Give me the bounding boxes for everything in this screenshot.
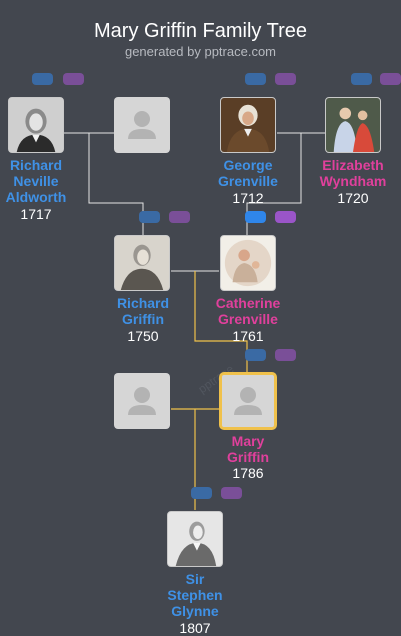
name-line: Mary: [231, 433, 265, 449]
expand-descendants-toggle[interactable]: [221, 487, 242, 499]
name-line: Sir: [185, 571, 205, 587]
name-line: Griffin: [227, 449, 269, 465]
name-line: Stephen: [167, 587, 223, 603]
name-line: Grenville: [218, 173, 278, 189]
person-mary-griffin-selected[interactable]: [219, 372, 277, 430]
birth-year: 1717: [20, 206, 52, 222]
name-line: Griffin: [122, 311, 164, 327]
person-silhouette-icon: [128, 387, 156, 415]
name-line: George: [223, 157, 273, 173]
person-name-elizabeth-wyndham[interactable]: Elizabeth Wyndham: [298, 157, 401, 189]
expand-descendants-toggle[interactable]: [63, 73, 84, 85]
name-line: Catherine: [215, 295, 281, 311]
expand-ancestors-toggle[interactable]: [351, 73, 372, 85]
expand-descendants-toggle[interactable]: [275, 349, 296, 361]
portrait-painting-icon: [326, 98, 380, 152]
name-line: Aldworth: [5, 189, 67, 205]
portrait-engraving-icon: [168, 512, 222, 566]
name-line: Elizabeth: [322, 157, 384, 173]
birth-year: 1750: [127, 328, 159, 344]
person-catherine-grenville-portrait[interactable]: [220, 235, 276, 291]
person-unknown-placeholder[interactable]: [114, 97, 170, 153]
person-richard-neville-aldworth-portrait[interactable]: [8, 97, 64, 153]
portrait-engraving-icon: [9, 98, 63, 152]
person-name-catherine-grenville[interactable]: Catherine Grenville: [193, 295, 303, 327]
expand-descendants-toggle[interactable]: [169, 211, 190, 223]
portrait-painting-icon: [221, 98, 275, 152]
expand-descendants-toggle[interactable]: [380, 73, 401, 85]
name-line: Glynne: [171, 603, 219, 619]
expand-ancestors-toggle[interactable]: [32, 73, 53, 85]
name-line: Wyndham: [319, 173, 387, 189]
person-name-richard-griffin[interactable]: Richard Griffin: [88, 295, 198, 327]
birth-year: 1720: [337, 190, 369, 206]
expand-ancestors-toggle[interactable]: [245, 349, 266, 361]
birth-year: 1807: [179, 620, 211, 636]
person-sir-stephen-glynne-portrait[interactable]: [167, 511, 223, 567]
page-title: Mary Griffin Family Tree: [94, 20, 307, 42]
person-george-grenville-portrait[interactable]: [220, 97, 276, 153]
page-subtitle: generated by pptrace.com: [124, 44, 277, 59]
birth-year: 1786: [232, 465, 264, 481]
expand-ancestors-toggle[interactable]: [245, 73, 266, 85]
expand-descendants-toggle[interactable]: [275, 73, 296, 85]
expand-ancestors-toggle[interactable]: [191, 487, 212, 499]
person-name-sir-stephen-glynne[interactable]: Sir Stephen Glynne: [140, 571, 250, 619]
name-line: Grenville: [218, 311, 278, 327]
portrait-engraving-icon: [115, 236, 169, 290]
expand-ancestors-toggle[interactable]: [245, 211, 266, 223]
expand-ancestors-toggle[interactable]: [139, 211, 160, 223]
person-elizabeth-wyndham-portrait[interactable]: [325, 97, 381, 153]
portrait-painting-icon: [221, 236, 275, 290]
birth-year: 1712: [232, 190, 264, 206]
expand-descendants-toggle[interactable]: [275, 211, 296, 223]
name-line: Richard: [9, 157, 63, 173]
person-unknown-placeholder[interactable]: [114, 373, 170, 429]
person-silhouette-icon: [128, 111, 156, 139]
person-name-george-grenville[interactable]: George Grenville: [193, 157, 303, 189]
person-silhouette-icon: [234, 387, 262, 415]
name-line: Richard: [116, 295, 170, 311]
person-name-mary-griffin[interactable]: Mary Griffin: [193, 433, 303, 465]
name-line: Neville: [13, 173, 59, 189]
person-richard-griffin-portrait[interactable]: [114, 235, 170, 291]
person-name-richard-neville-aldworth[interactable]: Richard Neville Aldworth: [0, 157, 91, 205]
birth-year: 1761: [232, 328, 264, 344]
